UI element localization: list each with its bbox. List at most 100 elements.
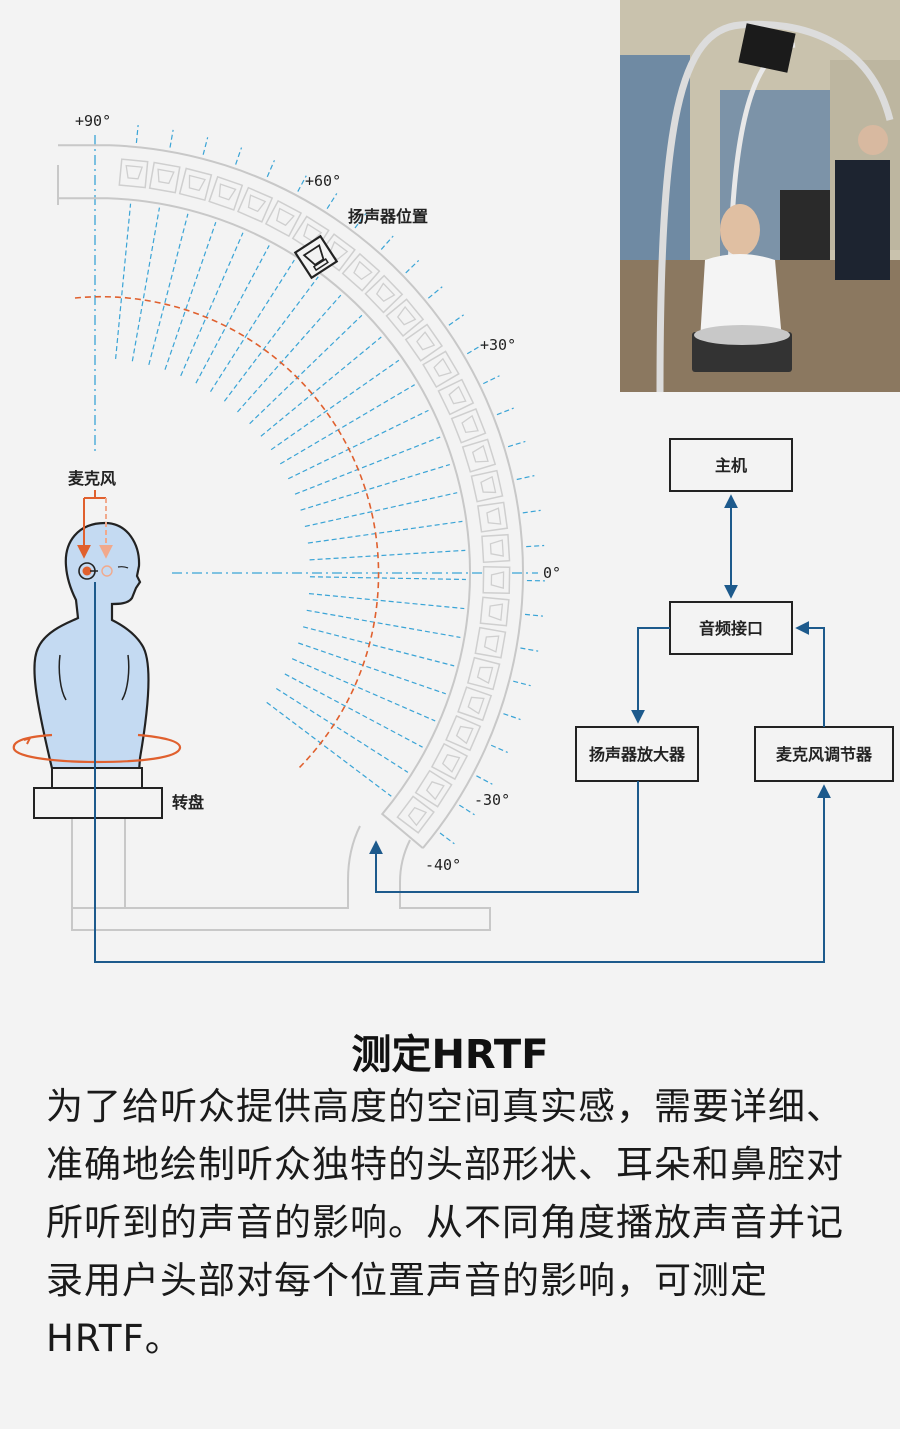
direction-ray xyxy=(303,626,455,667)
direction-ray xyxy=(279,384,415,465)
direction-ray xyxy=(405,259,420,274)
direction-ray xyxy=(304,492,458,528)
speaker-unit xyxy=(481,533,511,564)
measurement-room-photo xyxy=(620,0,900,392)
direction-ray xyxy=(237,294,342,413)
speaker-unit xyxy=(178,167,213,202)
speaker-amplifier-box: 扬声器放大器 xyxy=(575,726,699,782)
angle-label-plus30: +30° xyxy=(480,336,516,354)
angle-label-minus40: -40° xyxy=(425,856,461,874)
speaker-unit xyxy=(482,566,511,594)
speaker-unit xyxy=(237,186,274,223)
direction-ray xyxy=(306,609,461,639)
audio-interface-label: 音频接口 xyxy=(699,619,763,638)
direction-ray xyxy=(520,647,539,652)
direction-ray xyxy=(309,549,466,561)
direction-ray xyxy=(526,544,545,548)
direction-ray xyxy=(266,160,275,178)
host-label: 主机 xyxy=(715,456,747,475)
direction-ray xyxy=(294,436,441,495)
speaker-unit xyxy=(470,469,504,503)
direction-ray xyxy=(354,213,367,229)
speaker-unit xyxy=(479,596,510,627)
direction-ray xyxy=(164,222,217,370)
speaker-position-label: 扬声器位置 xyxy=(348,207,428,226)
speaker-unit xyxy=(450,408,487,444)
signal-connections xyxy=(94,494,831,963)
speaker-unit xyxy=(466,656,501,691)
speaker-icon xyxy=(293,234,339,280)
page-title: 测定HRTF xyxy=(351,1032,549,1078)
speaker-unit xyxy=(385,298,425,337)
direction-ray xyxy=(522,509,541,514)
direction-ray xyxy=(300,463,450,511)
direction-ray xyxy=(309,576,466,581)
speaker-unit xyxy=(264,199,303,238)
direction-ray xyxy=(513,680,531,687)
speaker-unit xyxy=(208,175,244,211)
speaker-unit xyxy=(422,350,460,389)
arrow-icon xyxy=(94,582,831,963)
speaker-unit xyxy=(461,438,497,473)
hrtf-measurement-diagram: +90° +60° +30° 0° -30° -40° 扬声器位置 麦克风 转盘… xyxy=(12,112,894,963)
direction-ray xyxy=(308,593,465,610)
speaker-unit xyxy=(445,715,482,752)
mannequin-icon xyxy=(33,521,150,787)
microphone-label: 麦克风 xyxy=(68,469,116,488)
direction-ray xyxy=(266,701,392,797)
speaker-unit xyxy=(341,252,381,292)
angle-label-minus30: -30° xyxy=(474,791,510,809)
mic-preamp-label: 麦克风调节器 xyxy=(776,745,873,764)
direction-ray xyxy=(180,232,244,377)
direction-ray xyxy=(326,193,338,209)
direction-ray xyxy=(507,440,526,448)
direction-ray xyxy=(483,375,500,385)
speaker-direction-rays xyxy=(115,125,545,845)
direction-ray xyxy=(260,336,382,437)
direction-ray xyxy=(135,125,139,144)
direction-ray xyxy=(291,658,436,722)
direction-ray xyxy=(276,688,409,773)
direction-ray xyxy=(284,673,423,748)
speaker-arc-frame xyxy=(57,144,524,849)
direction-ray xyxy=(249,314,363,425)
direction-ray xyxy=(516,475,535,481)
speaker-unit xyxy=(404,323,444,362)
direction-ray xyxy=(195,245,270,384)
turntable-icon xyxy=(12,733,182,819)
direction-ray xyxy=(307,520,463,544)
direction-ray xyxy=(490,744,508,753)
speaker-unit xyxy=(430,742,469,781)
direction-ray xyxy=(297,175,307,192)
speaker-unit xyxy=(457,686,493,722)
speaker-amplifier-label: 扬声器放大器 xyxy=(589,745,686,764)
direction-ray xyxy=(270,359,400,451)
speaker-unit xyxy=(118,158,149,189)
direction-ray xyxy=(148,213,189,365)
speaker-unit xyxy=(396,795,435,834)
direction-ray xyxy=(235,147,243,165)
direction-ray xyxy=(439,832,455,845)
speaker-unit xyxy=(474,626,507,659)
angle-label-plus60: +60° xyxy=(305,172,341,190)
audio-interface-box: 音频接口 xyxy=(669,601,793,655)
direction-ray xyxy=(287,409,429,480)
direction-ray xyxy=(427,286,443,299)
direction-ray xyxy=(448,314,464,326)
microphone-arrows xyxy=(77,490,113,559)
angle-label-plus90: +90° xyxy=(75,112,111,130)
direction-ray xyxy=(223,276,319,402)
direction-ray xyxy=(298,642,446,695)
speaker-array xyxy=(118,158,511,834)
direction-ray xyxy=(459,804,475,816)
mic-preamp-box: 麦克风调节器 xyxy=(754,726,894,782)
speaker-unit xyxy=(437,378,475,416)
direction-ray xyxy=(380,235,394,250)
direction-ray xyxy=(466,344,484,355)
arc-stand xyxy=(71,818,491,931)
direction-ray xyxy=(115,203,132,360)
body-paragraph: 为了给听众提供高度的空间真实感，需要详细、准确地绘制听众独特的头部形状、耳朵和鼻… xyxy=(46,1085,844,1360)
direction-ray xyxy=(503,713,521,721)
speaker-unit xyxy=(364,274,404,314)
speaker-unit xyxy=(414,769,453,808)
